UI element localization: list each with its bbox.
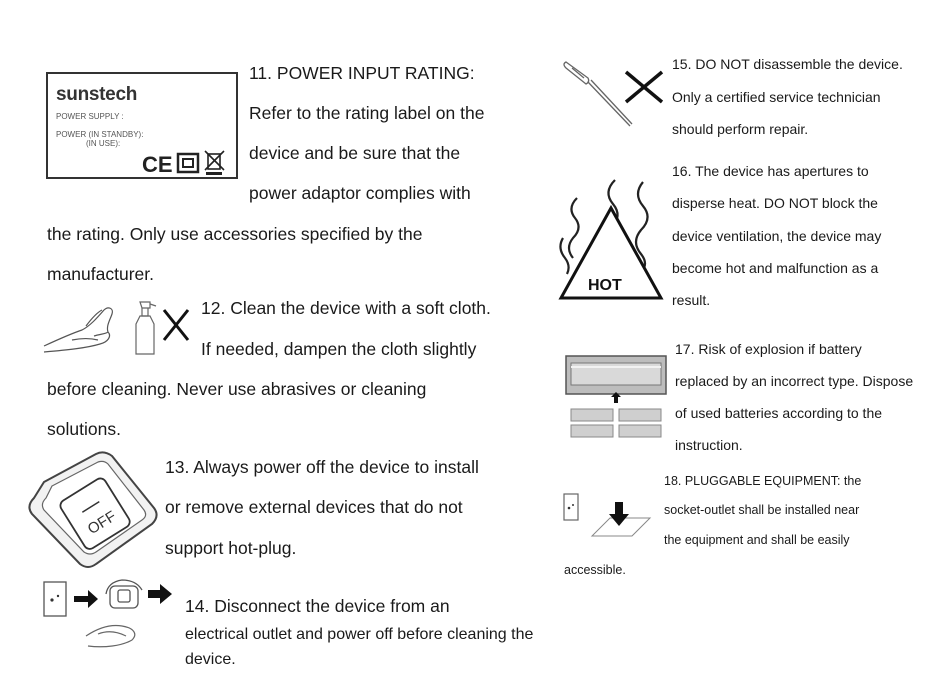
s11-text-line: Refer to the rating label on the (249, 103, 485, 123)
battery-replacement-icon (565, 355, 669, 441)
s13-text-line: support hot-plug. (165, 538, 297, 558)
s16-heading: 16. The device has apertures to (672, 163, 869, 179)
power-switch-off-icon: OFF (24, 448, 162, 572)
s12-text-line: solutions. (47, 419, 121, 439)
s11-text-line: manufacturer. (47, 264, 154, 284)
s14-text-line: electrical outlet and power off before c… (185, 626, 534, 643)
certification-marks-icon: CE (142, 148, 232, 183)
s14-heading: 14. Disconnect the device from an (185, 596, 450, 616)
s16-text-line: disperse heat. DO NOT block the (672, 195, 878, 211)
s17-text-line: instruction. (675, 437, 743, 453)
s11-text-line: device and be sure that the (249, 143, 461, 163)
label-power-supply: POWER SUPPLY : (56, 112, 124, 121)
s15-heading: 15. DO NOT disassemble the device. (672, 56, 903, 72)
s12-text-line: before cleaning. Never use abrasives or … (47, 379, 427, 399)
cleaning-cloth-icon (42, 296, 192, 358)
s13-heading: 13. Always power off the device to insta… (165, 457, 479, 477)
rating-label-illustration: sunstech POWER SUPPLY : POWER (IN STANDB… (46, 72, 238, 179)
s11-text-line: power adaptor complies with (249, 183, 471, 203)
s12-text-line: If needed, dampen the cloth slightly (201, 339, 477, 359)
s15-text-line: should perform repair. (672, 121, 809, 137)
label-power-in-use: (IN USE): (86, 139, 121, 148)
s12-heading: 12. Clean the device with a soft cloth. (201, 298, 491, 318)
disconnect-outlet-icon (42, 574, 180, 654)
s18-text-line: accessible. (564, 563, 626, 577)
s18-text-line: socket-outlet shall be installed near (664, 503, 860, 517)
ce-mark: CE (142, 152, 173, 177)
s18-text-line: the equipment and shall be easily (664, 533, 850, 547)
s18-heading: 18. PLUGGABLE EQUIPMENT: the (664, 474, 862, 488)
s17-text-line: of used batteries according to the (675, 405, 883, 421)
s11-text-line: the rating. Only use accessories specifi… (47, 224, 423, 244)
s17-heading: 17. Risk of explosion if battery (675, 341, 862, 357)
s16-text-line: become hot and malfunction as a (672, 260, 879, 276)
socket-outlet-icon (562, 490, 658, 546)
s16-text-line: device ventilation, the device may (672, 228, 882, 244)
hot-label: HOT (588, 277, 622, 294)
label-power-standby: POWER (IN STANDBY): (56, 130, 144, 139)
s16-text-line: result. (672, 292, 711, 308)
hot-warning-icon: HOT (555, 172, 667, 306)
brand-logo: sunstech (56, 84, 138, 105)
s13-text-line: or remove external devices that do not (165, 497, 463, 517)
s11-heading: 11. POWER INPUT RATING: (249, 63, 475, 83)
s17-text-line: replaced by an incorrect type. Dispose (675, 373, 914, 389)
s15-text-line: Only a certified service technician (672, 89, 881, 105)
s14-text-line: device. (185, 651, 236, 668)
screwdriver-prohibited-icon (558, 58, 668, 134)
